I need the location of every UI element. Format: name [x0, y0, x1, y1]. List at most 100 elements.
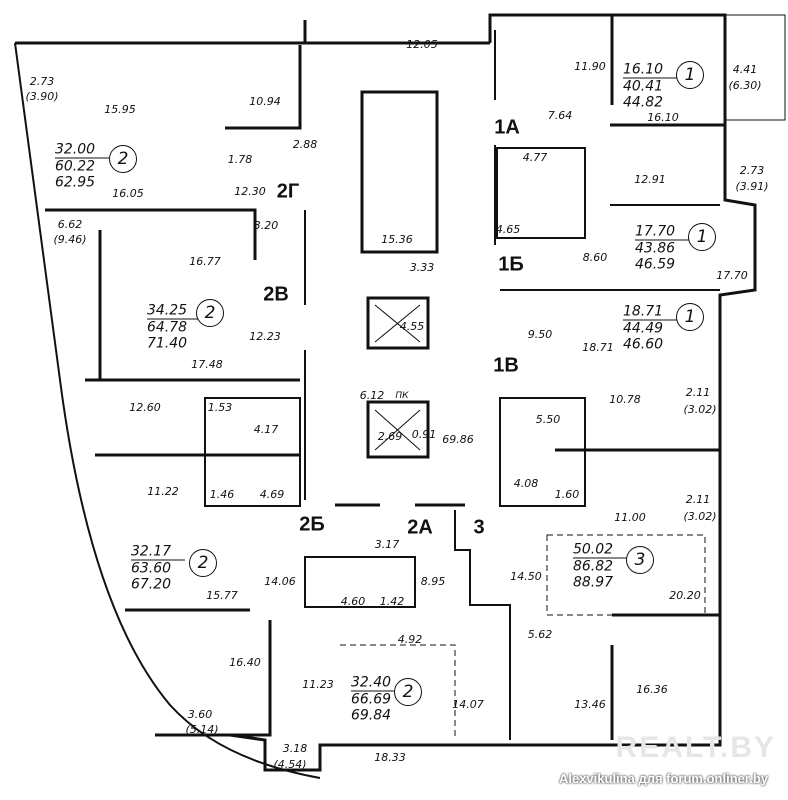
room-area: (5.14)	[185, 723, 219, 736]
apartment-summary-2b: 32.17 63.60 67.20	[130, 544, 186, 593]
room-area: 3.33	[409, 261, 435, 274]
section-label-2a: 2А	[407, 516, 433, 539]
room-area: 2.69	[377, 430, 403, 443]
section-label-1v: 1В	[493, 354, 519, 377]
total-area: 63.60	[130, 560, 172, 577]
bathroom	[496, 147, 586, 239]
room-area: (3.02)	[683, 510, 717, 523]
room-area: 2.11	[685, 493, 711, 506]
room-area: 16.36	[636, 683, 668, 696]
room-area: 5.62	[527, 628, 553, 641]
room-area: (3.90)	[25, 90, 59, 103]
apartment-summary-1a: 16.10 40.41 44.82	[622, 62, 678, 111]
total-area: 44.49	[622, 320, 664, 337]
room-area: 4.77	[522, 151, 548, 164]
room-area: 4.92	[397, 633, 423, 646]
room-area: (6.30)	[728, 79, 762, 92]
room-area: (3.91)	[735, 180, 769, 193]
room-count-badge: 3	[626, 546, 654, 574]
room-area: 4.55	[399, 320, 425, 333]
section-label-2v: 2В	[263, 283, 289, 306]
section-label-1b: 1Б	[498, 253, 524, 276]
apartment-summary-1b: 17.70 43.86 46.59	[634, 224, 690, 273]
section-label-2b: 2Б	[299, 513, 325, 536]
living-area: 32.00	[54, 142, 110, 159]
total-area-with-balcony: 88.97	[572, 574, 614, 591]
room-area: 4.60	[340, 595, 366, 608]
outer-wall	[15, 13, 757, 772]
room-area: 17.70	[716, 269, 748, 282]
room-count-badge: 1	[676, 303, 704, 331]
room-area: 18.71	[582, 341, 614, 354]
room-area: 16.77	[189, 255, 221, 268]
room-area: 14.07	[452, 698, 484, 711]
room-area: 11.23	[302, 678, 334, 691]
room-area: 4.08	[513, 477, 539, 490]
room-area: ПК	[395, 391, 409, 401]
watermark-brand: REALT.BY	[615, 731, 776, 764]
elevator-shaft	[366, 296, 430, 350]
elevator-small-cross	[374, 409, 421, 451]
room-area: 16.10	[647, 111, 679, 124]
section-label-1a: 1А	[494, 116, 520, 139]
total-area-with-balcony: 44.82	[622, 94, 664, 111]
room-area: 2.88	[292, 138, 318, 151]
total-area: 60.22	[54, 158, 96, 175]
total-area-with-balcony: 71.40	[146, 335, 188, 352]
room-area: 16.05	[112, 187, 144, 200]
living-area: 50.02	[572, 542, 628, 559]
room-area: (3.02)	[683, 403, 717, 416]
room-area: 7.64	[547, 109, 573, 122]
room-area: 11.00	[614, 511, 646, 524]
total-area: 40.41	[622, 78, 664, 95]
total-area: 66.69	[350, 691, 392, 708]
room-count-badge: 2	[196, 299, 224, 327]
room-count-badge: 2	[109, 145, 137, 173]
apartment-summary-2a: 32.40 66.69 69.84	[350, 675, 406, 724]
room-area: 4.41	[732, 63, 758, 76]
room-area: 5.50	[535, 413, 561, 426]
room-area: 1.53	[207, 401, 233, 414]
room-area: 4.17	[253, 423, 279, 436]
room-area: 3.18	[282, 742, 308, 755]
wall	[225, 45, 302, 130]
room-area: 20.20	[669, 589, 701, 602]
room-area: 12.30	[234, 185, 266, 198]
room-area: 2.11	[685, 386, 711, 399]
total-area-with-balcony: 69.84	[350, 707, 392, 724]
room-area: 15.36	[381, 233, 413, 246]
balcony-right	[725, 14, 786, 121]
total-area-with-balcony: 62.95	[54, 174, 96, 191]
room-count-badge: 1	[688, 223, 716, 251]
total-area-with-balcony: 46.60	[622, 336, 664, 353]
room-area: 1.46	[209, 488, 235, 501]
section-label-2g: 2Г	[276, 180, 300, 203]
watermark-credit: Alexvikulina для forum.onliner.by	[558, 771, 768, 786]
apartment-summary-1v: 18.71 44.49 46.60	[622, 304, 678, 353]
living-area: 18.71	[622, 304, 678, 321]
section-label-3: 3	[473, 516, 485, 539]
wall	[45, 208, 257, 260]
room-area: 12.23	[249, 330, 281, 343]
room-area: 10.94	[249, 95, 281, 108]
room-area: 8.60	[582, 251, 608, 264]
total-area: 64.78	[146, 319, 188, 336]
apartment-summary-2g: 32.00 60.22 62.95	[54, 142, 110, 191]
dashed-zone	[340, 644, 456, 740]
room-count-badge: 2	[394, 678, 422, 706]
total-area-with-balcony: 67.20	[130, 576, 172, 593]
living-area: 32.40	[350, 675, 406, 692]
room-area: 3.17	[374, 538, 400, 551]
room-area: 12.91	[634, 173, 666, 186]
living-area: 32.17	[130, 544, 186, 561]
room-area: 18.33	[374, 751, 406, 764]
total-area-with-balcony: 46.59	[634, 256, 676, 273]
room-area: 14.50	[510, 570, 542, 583]
room-area: 11.22	[147, 485, 179, 498]
room-area: (9.46)	[53, 233, 87, 246]
room-area: 10.78	[609, 393, 641, 406]
bathroom	[204, 397, 301, 507]
room-area: 4.65	[495, 223, 521, 236]
